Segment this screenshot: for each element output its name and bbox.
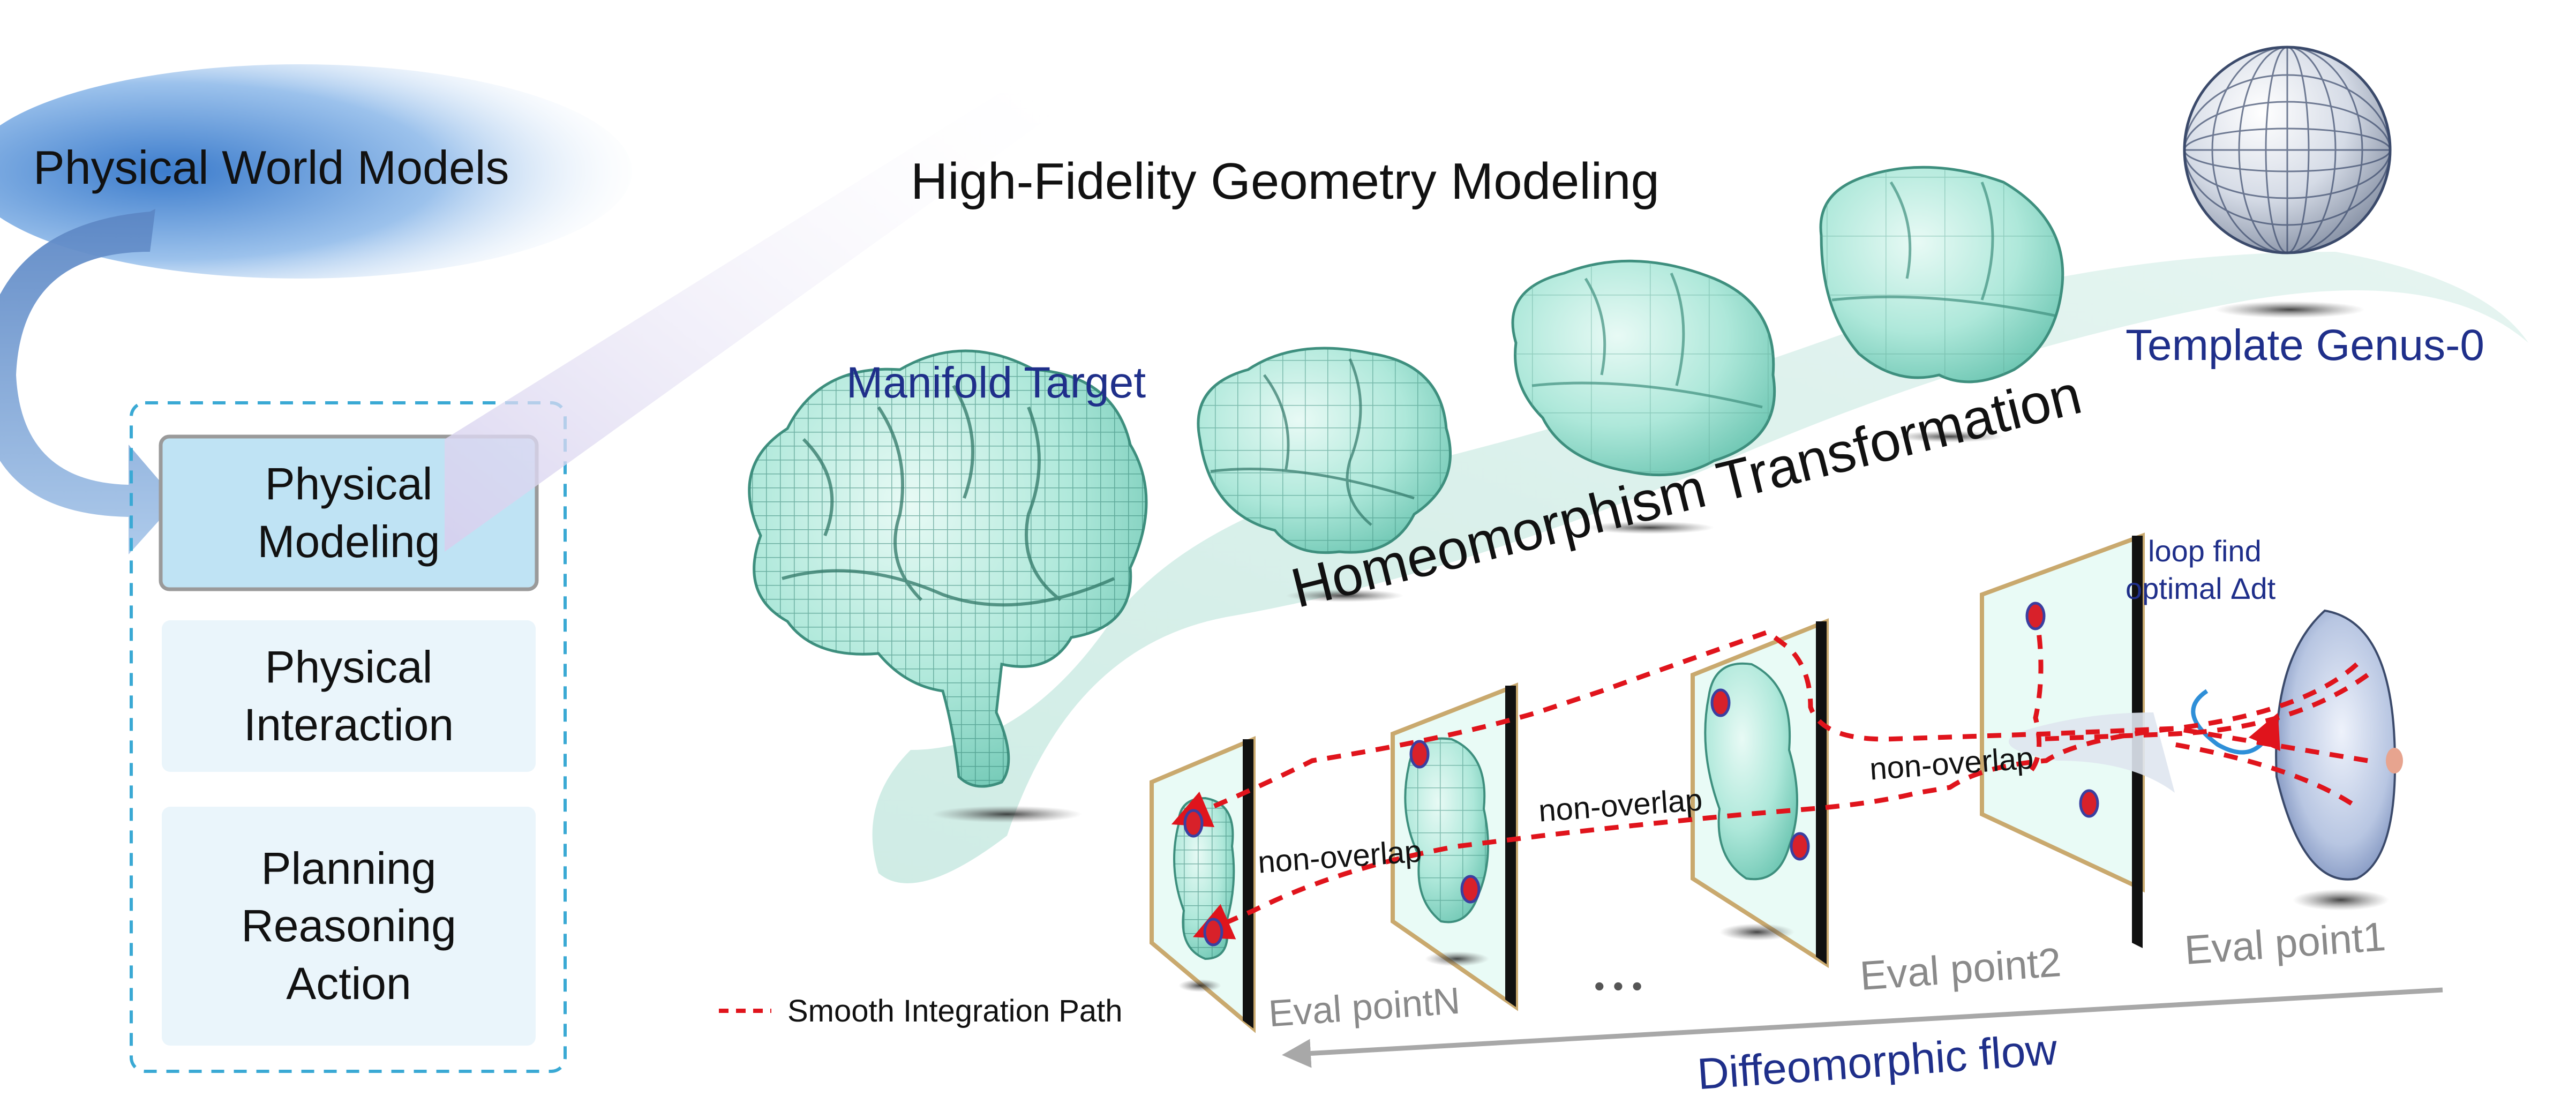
- box-physical-modeling-bg: [159, 434, 539, 591]
- manifold-target-label: Manifold Target: [846, 358, 1146, 407]
- box-line: Action: [286, 958, 411, 1009]
- stage2-surface: [1197, 347, 1452, 554]
- box-planning-bg: [162, 807, 536, 1046]
- shadow-brain: [932, 806, 1082, 823]
- integration-paths: [1171, 610, 2369, 940]
- brain-target-surface: [748, 349, 1148, 788]
- box-line: Modeling: [257, 516, 440, 567]
- disk-icon: [2275, 609, 2397, 881]
- ellipsis: • • •: [1594, 969, 1642, 1003]
- box-line: Physical: [265, 641, 433, 692]
- transformation-ribbon: [872, 252, 2529, 883]
- shadow-sphere: [2215, 301, 2365, 318]
- diffeomorphic-flow-arrow: [1282, 987, 2443, 1068]
- sidebar-header: Physical World Models: [33, 141, 509, 194]
- stage4-surface: [1819, 166, 2064, 384]
- template-genus-label: Template Genus-0: [2126, 321, 2485, 370]
- sidebar-container: [130, 401, 567, 1073]
- focus-beam: [445, 48, 1071, 552]
- eval-slice-n: [1150, 735, 1256, 1033]
- box-line: Reasoning: [241, 900, 456, 951]
- shadow-stage2: [1286, 589, 1403, 602]
- loop-note-line: optimal Δdt: [2126, 572, 2276, 605]
- loop-rotate-icon: [2191, 689, 2280, 755]
- eval-points-markers: [1183, 602, 2403, 947]
- stage3-surface: [1511, 259, 1776, 477]
- box-line: Planning: [261, 843, 437, 893]
- header-oval: [0, 64, 632, 279]
- box-physical-interaction-bg: [162, 620, 536, 772]
- eval-slice-2: [1691, 618, 1829, 968]
- main-title: High-Fidelity Geometry Modeling: [911, 153, 1659, 210]
- legend-label: Smooth Integration Path: [787, 994, 1123, 1028]
- template-sphere: [2183, 46, 2392, 254]
- shadow-stage3: [1586, 521, 1714, 534]
- loop-note-line: loop find: [2148, 534, 2262, 568]
- shadow-stage4: [1896, 431, 2003, 442]
- box-line: Physical: [265, 458, 433, 509]
- box-line: Interaction: [243, 699, 454, 750]
- curved-arrow-icon: [0, 209, 177, 554]
